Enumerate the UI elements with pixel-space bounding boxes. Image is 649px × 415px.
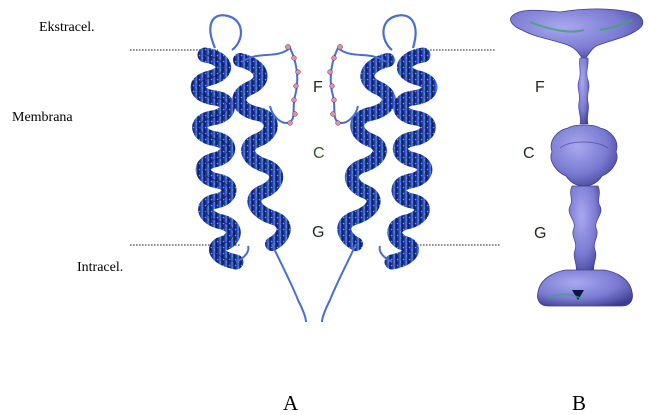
right-outer-helix	[392, 55, 430, 262]
panel-b-site-c-label: C	[523, 145, 535, 162]
pore-intracellular-vestibule	[537, 270, 632, 306]
panel-b-pore-surface: F C G	[510, 9, 642, 306]
pore-gate-region	[569, 186, 601, 272]
right-top-loop	[383, 15, 415, 50]
pore-selectivity-filter-neck	[578, 58, 589, 124]
panel-a-site-f-label: F	[313, 79, 323, 96]
panel-b-site-f-label: F	[535, 79, 545, 96]
panel-a-site-c-label: C	[313, 145, 325, 162]
intracellular-label: Intracel.	[77, 260, 123, 275]
panel-a-ribbon-model: F C G	[198, 15, 430, 322]
pore-central-cavity	[551, 125, 617, 186]
right-filter-residues	[328, 44, 343, 125]
panel-b-site-g-label: G	[534, 225, 546, 242]
left-tail	[272, 244, 306, 322]
panel-a-label: A	[283, 391, 299, 415]
left-outer-helix	[198, 55, 236, 262]
right-inner-helix	[344, 60, 388, 244]
left-inner-helix	[239, 60, 283, 244]
left-filter-residues	[285, 44, 300, 125]
panel-a-site-g-label: G	[312, 224, 324, 241]
membrane-label: Membrana	[12, 110, 73, 125]
pore-extracellular-vestibule	[510, 9, 642, 60]
right-tail	[322, 244, 356, 322]
panel-b-label: B	[572, 391, 586, 415]
extracellular-label: Ekstracel.	[39, 20, 95, 35]
left-top-loop	[210, 15, 241, 50]
